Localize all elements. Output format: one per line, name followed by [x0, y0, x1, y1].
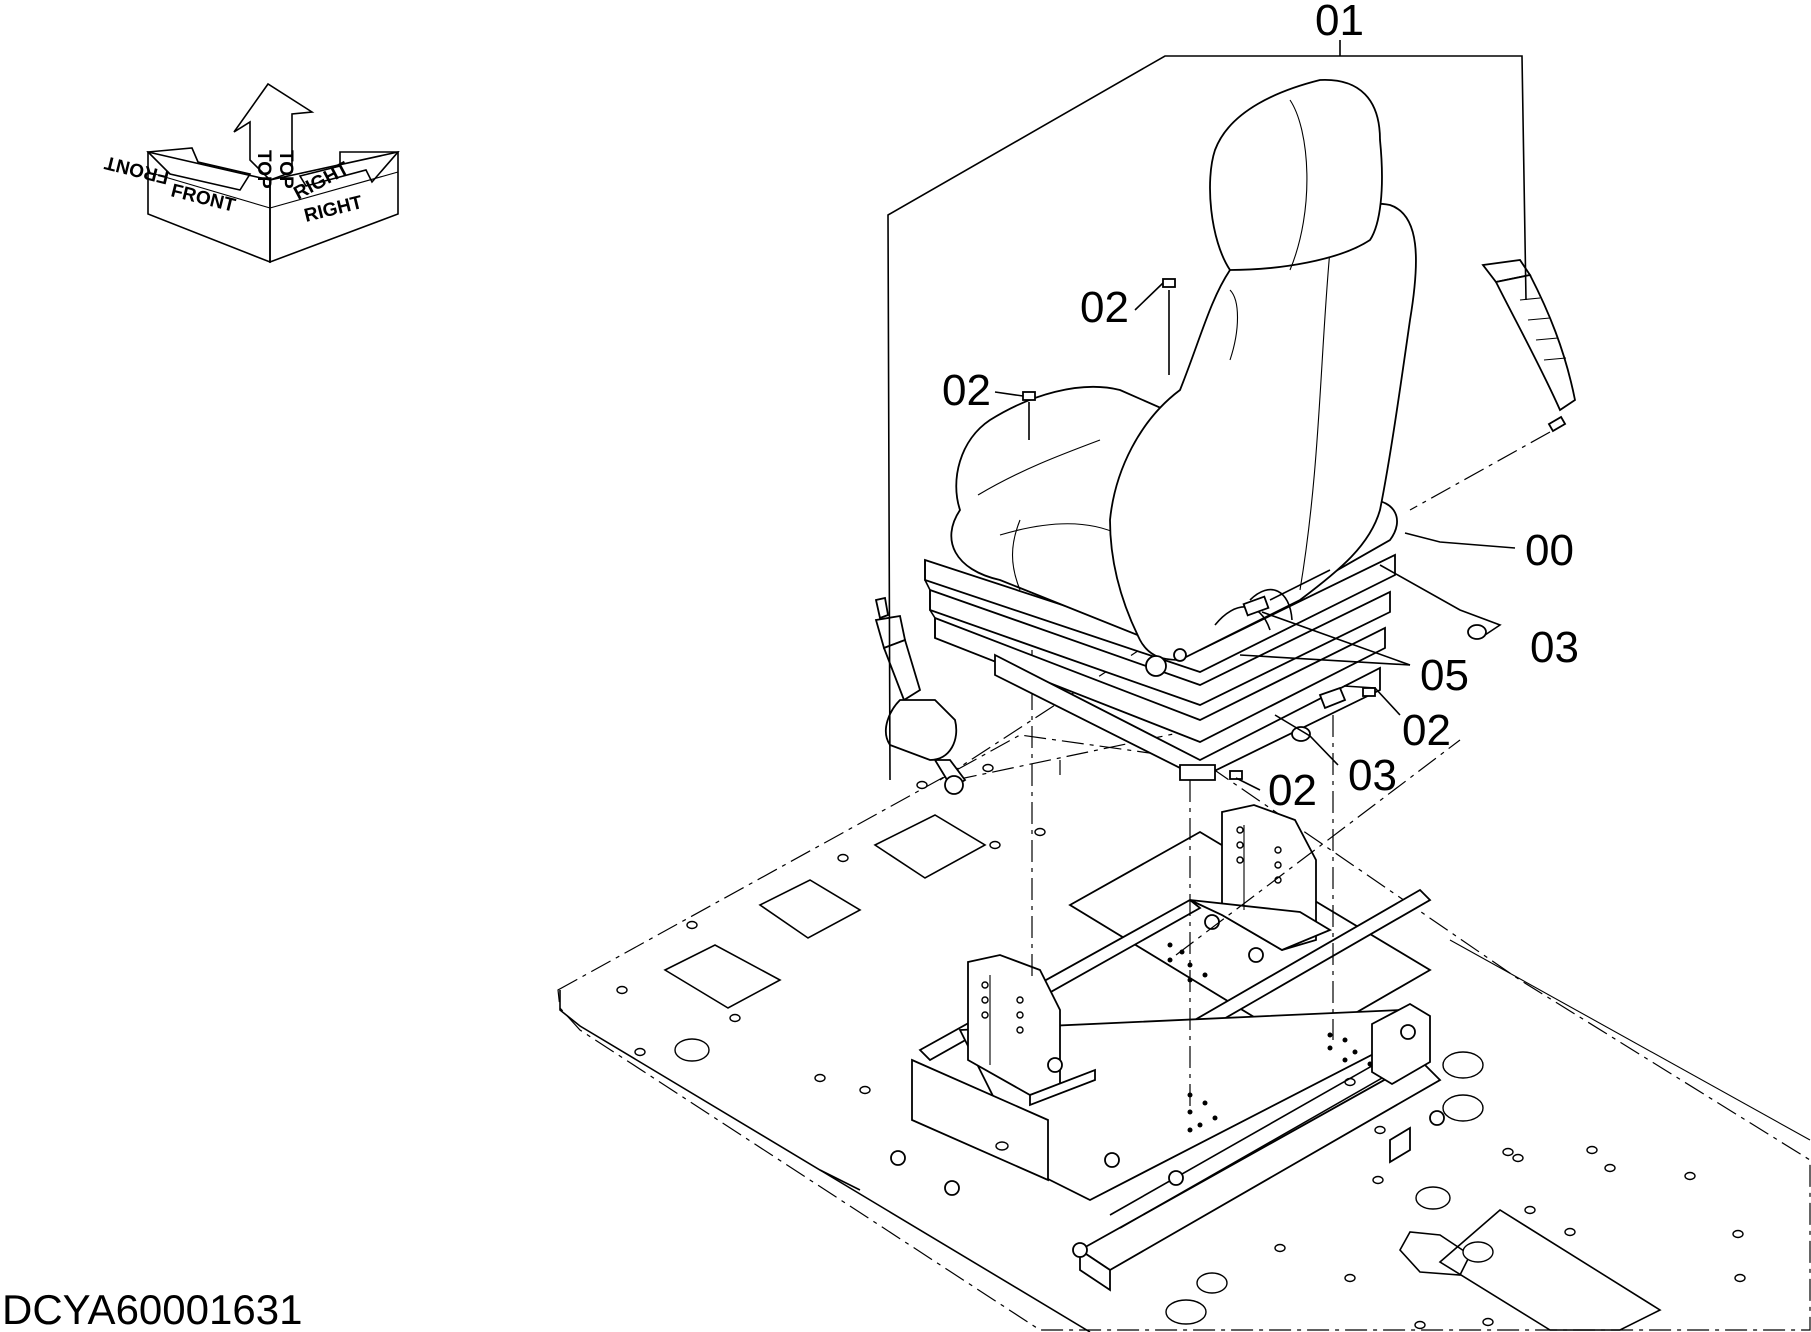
callout-labels: 01 02 02 00 03 05 02 03 02	[942, 0, 1579, 815]
compass-top-arrow	[233, 82, 315, 181]
compass-front-arrow	[146, 147, 252, 191]
hardware-items	[1022, 278, 1487, 780]
callout-01: 01	[1315, 0, 1364, 45]
callout-02: 02	[1080, 283, 1129, 332]
compass-label-front: FRONT	[169, 180, 238, 216]
seat-belt-buckle	[874, 596, 967, 795]
callout-02: 02	[1402, 706, 1451, 755]
callout-05: 05	[1420, 651, 1469, 700]
drawing-id: DCYA60001631	[2, 1286, 302, 1332]
callout-02: 02	[1268, 766, 1317, 815]
callout-02: 02	[942, 366, 991, 415]
assembly-centerlines	[939, 431, 1551, 1110]
mounting-dot-pattern	[1167, 942, 1373, 1133]
callout-03: 03	[1530, 623, 1579, 672]
compass-label-top: TOP	[275, 150, 296, 189]
floor-cutout	[1399, 1231, 1472, 1276]
compass-label-front-mirror: FRONT	[102, 151, 171, 187]
callout-03: 03	[1348, 751, 1397, 800]
front-handle-bar	[911, 1058, 1049, 1182]
floor-cutout	[663, 944, 782, 1009]
seat-mount-brackets	[890, 804, 1445, 1258]
floor-cutout	[758, 879, 862, 939]
seat-headrest	[1209, 79, 1383, 271]
floor-cutout	[873, 814, 987, 879]
compass-label-top-mirror: TOP	[253, 150, 274, 189]
floor-cutout	[1438, 1209, 1662, 1331]
seat-belt-tongue	[1481, 259, 1577, 433]
compass-right-arrow	[298, 151, 400, 187]
floor-bolt-holes	[616, 763, 1746, 1330]
leader-lines	[887, 40, 1527, 791]
callout-00: 00	[1525, 526, 1574, 575]
seat-slide-rails	[911, 830, 1442, 1292]
operator-seat	[924, 79, 1417, 781]
orientation-compass: FRONT FRONT TOP TOP RIGHT RIGHT	[102, 82, 400, 264]
cab-floor-plate	[557, 734, 1811, 1332]
